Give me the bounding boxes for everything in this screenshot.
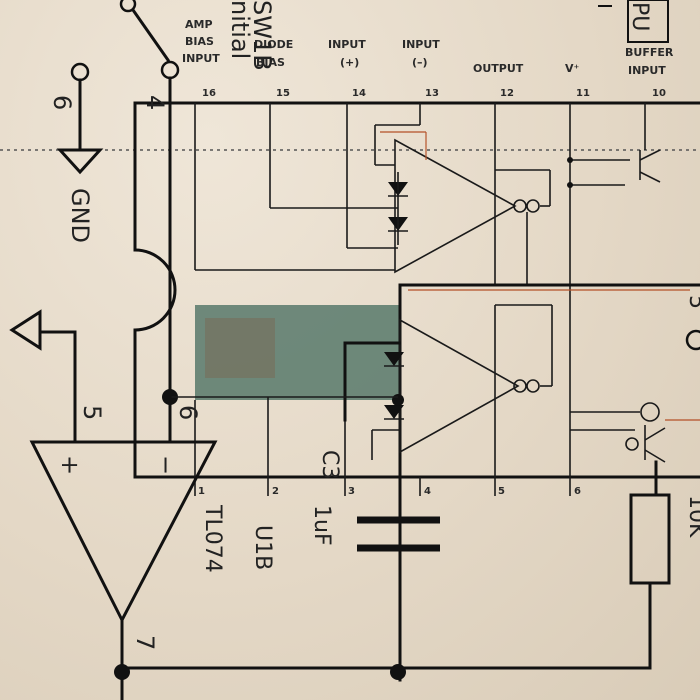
right-edge-circle xyxy=(685,329,700,351)
corner-box xyxy=(627,0,669,43)
pin10-label-l1: BUFFER xyxy=(625,46,674,59)
cap-name: C3 xyxy=(317,450,342,479)
opamp-name: U1B xyxy=(250,525,275,570)
pin5-number: 5 xyxy=(498,486,505,497)
opamp-minus-sign: − xyxy=(152,455,180,475)
opamp-minus-pin: 6 xyxy=(174,405,202,420)
pin11-label: V⁺ xyxy=(565,62,580,75)
pin13-number: 13 xyxy=(425,88,439,99)
pin12-label: OUTPUT xyxy=(473,62,524,75)
corner-text: PU xyxy=(627,2,652,31)
opamp-plus-pin: 5 xyxy=(78,405,106,420)
pin14-number: 14 xyxy=(352,88,366,99)
right-pin-number: 5 xyxy=(684,295,700,309)
opamp-out-pin: 7 xyxy=(131,635,159,650)
opamp-plus-sign: + xyxy=(56,455,84,475)
lower-amplifier xyxy=(268,304,553,460)
pin2-number: 2 xyxy=(272,486,279,497)
pin14-label-l1: INPUT xyxy=(328,38,366,51)
pin15-label-l1: DIODE xyxy=(254,38,293,51)
opamp-part: TL074 xyxy=(200,504,225,573)
pin13-label-l1: INPUT xyxy=(402,38,440,51)
pin3-number: 3 xyxy=(348,486,355,497)
pin10-label-l2: INPUT xyxy=(628,64,666,77)
resistor-10k xyxy=(629,493,671,585)
highlight-patch-inner xyxy=(205,318,275,378)
gnd-symbol-top xyxy=(56,62,104,175)
chip-outline xyxy=(133,101,700,479)
pin15-label-l2: BIAS xyxy=(256,56,285,69)
pin12-number: 12 xyxy=(500,88,514,99)
switch-label: SW1B xyxy=(248,0,276,71)
pin4-number: 4 xyxy=(424,486,431,497)
pin15-number: 15 xyxy=(276,88,290,99)
cap-value: 1uF xyxy=(309,505,334,546)
gnd-label: GND xyxy=(66,188,94,243)
pin6-number: 6 xyxy=(574,486,581,497)
capacitor-c3 xyxy=(357,516,440,552)
switch-sw1b xyxy=(119,0,180,402)
pin16-label-l2: BIAS xyxy=(185,35,214,48)
top-pin-labels: AMP BIAS INPUT 16 DIODE BIAS 15 INPUT (+… xyxy=(182,18,674,99)
pin10-number: 10 xyxy=(652,88,666,99)
upper-amplifier xyxy=(270,124,551,285)
resistor-value: 10K xyxy=(684,495,700,538)
pin11-number: 11 xyxy=(576,88,590,99)
pin16-label-l1: AMP xyxy=(185,18,213,31)
switch-sublabel: nitial xyxy=(226,0,254,59)
gnd-pin-number: 6 xyxy=(48,95,76,110)
switch-pin-number: 4 xyxy=(141,95,169,110)
transistors xyxy=(567,149,700,497)
ground-symbol-left xyxy=(9,309,42,351)
pin14-label-l2: (+) xyxy=(340,56,359,69)
pin1-number: 1 xyxy=(198,486,205,497)
bottom-pin-labels: 1 2 3 4 5 6 xyxy=(198,486,581,497)
pin16-number: 16 xyxy=(202,88,216,99)
junction-dot xyxy=(390,664,406,680)
pin16-label-l3: INPUT xyxy=(182,52,220,65)
highlight-patch xyxy=(195,305,400,400)
pin13-label-l2: (–) xyxy=(412,56,428,69)
